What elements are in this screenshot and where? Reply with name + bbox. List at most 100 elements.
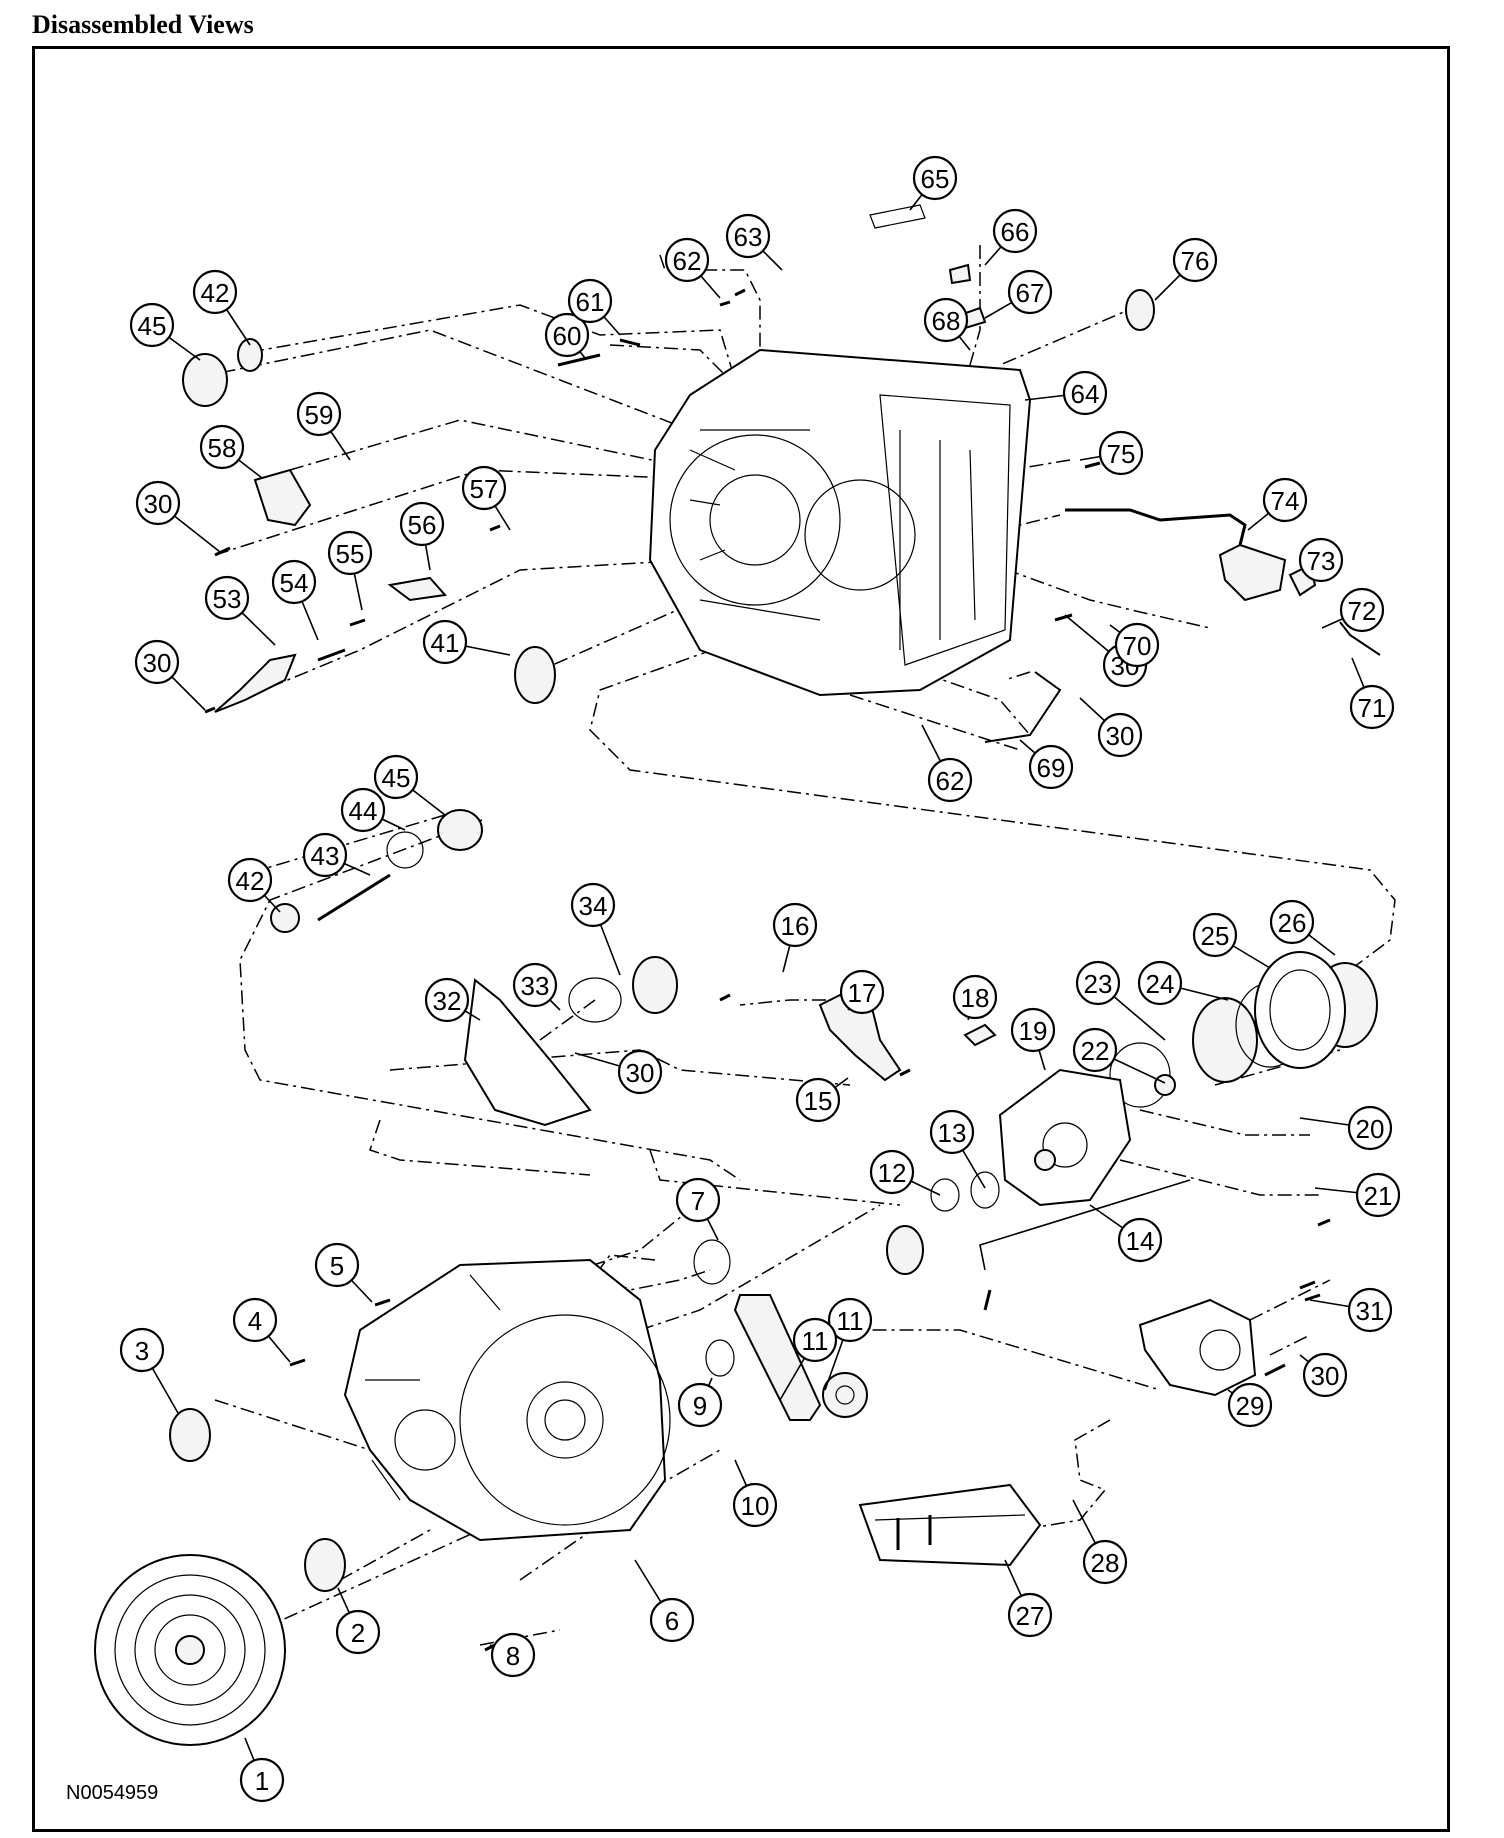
callout-number: 19 bbox=[1019, 1016, 1048, 1046]
callout-number: 4 bbox=[248, 1306, 262, 1336]
callout-circle bbox=[314, 1242, 360, 1288]
callout-number: 53 bbox=[213, 584, 242, 614]
alignment-line bbox=[589, 1269, 711, 1291]
callout-45: 45 bbox=[373, 754, 419, 800]
callout-circle bbox=[199, 424, 245, 470]
callout-11: 11 bbox=[792, 1317, 838, 1363]
torque-converter-part bbox=[94, 1554, 286, 1746]
callout-number: 75 bbox=[1107, 439, 1136, 469]
ring-gear-part bbox=[1254, 951, 1346, 1069]
callout-circle bbox=[1114, 622, 1160, 668]
callout-circle bbox=[795, 1077, 841, 1123]
callout-13: 13 bbox=[929, 1109, 975, 1155]
callout-30: 30 bbox=[617, 1049, 663, 1095]
callout-8: 8 bbox=[490, 1632, 536, 1678]
callout-number: 10 bbox=[741, 1491, 770, 1521]
callout-number: 31 bbox=[1356, 1296, 1385, 1326]
callout-circle bbox=[227, 857, 273, 903]
alignment-line bbox=[1019, 1419, 1111, 1531]
callout-number: 30 bbox=[1106, 721, 1135, 751]
callout-circle bbox=[912, 155, 958, 201]
callout-number: 60 bbox=[553, 321, 582, 351]
callout-circle bbox=[373, 754, 419, 800]
callout-62: 62 bbox=[927, 757, 973, 803]
callout-73: 73 bbox=[1298, 537, 1344, 583]
callout-circle bbox=[1082, 1539, 1128, 1585]
alignment-line bbox=[999, 304, 1141, 366]
callout-number: 61 bbox=[576, 287, 605, 317]
callout-44: 44 bbox=[340, 787, 386, 833]
callout-circle bbox=[232, 1297, 278, 1343]
callout-circle bbox=[1347, 1105, 1393, 1151]
callout-circle bbox=[617, 1049, 663, 1095]
callout-number: 66 bbox=[1001, 217, 1030, 247]
callout-circle bbox=[204, 575, 250, 621]
callout-number: 30 bbox=[626, 1058, 655, 1088]
callout-number: 58 bbox=[208, 433, 237, 463]
callout-61: 61 bbox=[567, 278, 613, 324]
callout-12: 12 bbox=[869, 1149, 915, 1195]
callout-circle bbox=[424, 977, 470, 1023]
callout-circle bbox=[327, 530, 373, 576]
callout-70: 70 bbox=[1114, 622, 1160, 668]
callout-number: 62 bbox=[673, 246, 702, 276]
callout-circle bbox=[335, 1609, 381, 1655]
callout-circle bbox=[1355, 1172, 1401, 1218]
callout-number: 15 bbox=[804, 1086, 833, 1116]
alignment-line bbox=[259, 1529, 481, 1631]
callout-42: 42 bbox=[227, 857, 273, 903]
alignment-line bbox=[1139, 1109, 1310, 1136]
callout-circle bbox=[1007, 1592, 1053, 1638]
callout-63: 63 bbox=[725, 213, 771, 259]
callout-72: 72 bbox=[1339, 587, 1385, 633]
callout-circle bbox=[1302, 1352, 1348, 1398]
callout-circle bbox=[923, 297, 969, 343]
callout-number: 44 bbox=[349, 796, 378, 826]
callout-66: 66 bbox=[992, 208, 1038, 254]
callout-circle bbox=[992, 208, 1038, 254]
callout-number: 43 bbox=[311, 841, 340, 871]
callout-number: 14 bbox=[1126, 1226, 1155, 1256]
callout-67: 67 bbox=[1007, 269, 1053, 315]
callout-circle bbox=[192, 269, 238, 315]
callout-number: 5 bbox=[330, 1251, 344, 1281]
callout-20: 20 bbox=[1347, 1105, 1393, 1151]
component-drawings bbox=[94, 204, 1381, 1746]
callout-number: 67 bbox=[1016, 278, 1045, 308]
callout-4: 4 bbox=[232, 1297, 278, 1343]
alignment-line bbox=[649, 1149, 901, 1206]
callout-3: 3 bbox=[119, 1327, 165, 1373]
alignment-line bbox=[239, 819, 741, 1181]
callout-number: 30 bbox=[144, 489, 173, 519]
callout-circle bbox=[929, 1109, 975, 1155]
callout-number: 34 bbox=[579, 891, 608, 921]
callout-number: 23 bbox=[1084, 969, 1113, 999]
callout-number: 42 bbox=[201, 278, 230, 308]
alignment-line bbox=[959, 245, 981, 401]
callout-number: 71 bbox=[1358, 693, 1387, 723]
callout-number: 17 bbox=[848, 978, 877, 1008]
callout-circle bbox=[461, 465, 507, 511]
transfer-unit-part bbox=[1138, 1298, 1257, 1397]
callout-number: 28 bbox=[1091, 1548, 1120, 1578]
callout-circle bbox=[1137, 960, 1183, 1006]
callout-number: 24 bbox=[1146, 969, 1175, 999]
callout-circle bbox=[1010, 1007, 1056, 1053]
alignment-line bbox=[369, 1119, 591, 1176]
callout-number: 20 bbox=[1356, 1114, 1385, 1144]
callout-number: 57 bbox=[470, 474, 499, 504]
callout-68: 68 bbox=[923, 297, 969, 343]
callout-69: 69 bbox=[1028, 744, 1074, 790]
callout-2: 2 bbox=[335, 1609, 381, 1655]
callout-14: 14 bbox=[1117, 1217, 1163, 1263]
callout-circle bbox=[1117, 1217, 1163, 1263]
callout-circle bbox=[302, 832, 348, 878]
alignment-line bbox=[194, 329, 691, 431]
callout-number: 76 bbox=[1181, 246, 1210, 276]
callout-number: 63 bbox=[734, 222, 763, 252]
alignment-line bbox=[1119, 1159, 1320, 1196]
callout-number: 68 bbox=[932, 306, 961, 336]
figure-id: N0054959 bbox=[66, 1782, 159, 1804]
callout-75: 75 bbox=[1098, 430, 1144, 476]
callout-53: 53 bbox=[204, 575, 250, 621]
